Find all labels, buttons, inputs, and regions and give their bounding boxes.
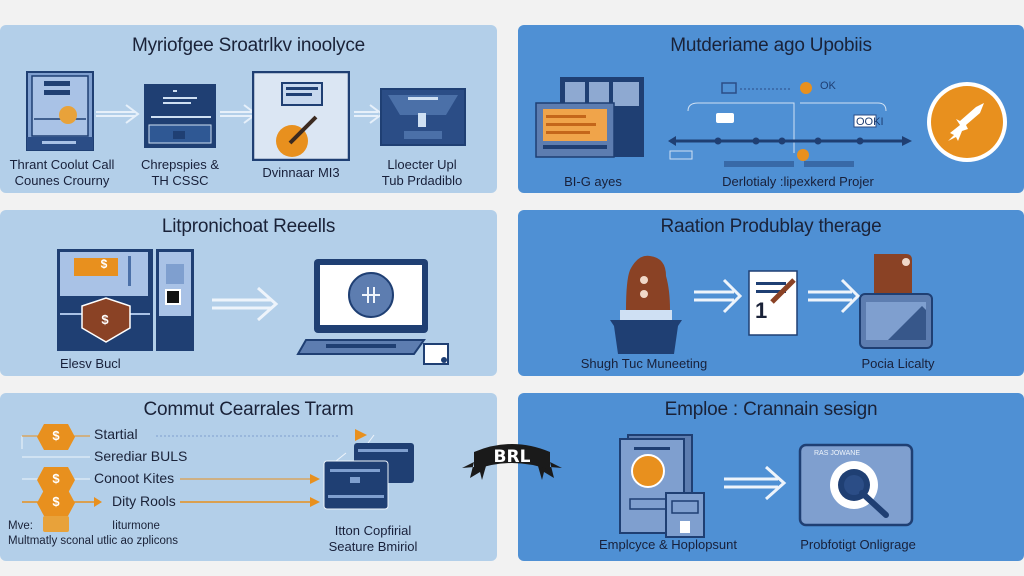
coin-stack-icon: [43, 516, 69, 532]
panel-process-overview: Myriofgee Sroatrlkv inoolyce Thrant Cool…: [0, 25, 497, 193]
terminal-screen-icon: [144, 84, 216, 148]
computer-monitor-icon: [535, 77, 644, 158]
banner-text: BRL: [493, 447, 531, 467]
list-item: Serediar BULS: [94, 448, 188, 464]
ballot-box-icon: [380, 88, 466, 146]
note-center: Iiturmone: [112, 520, 160, 532]
right-label: Itton Copfirial Seature Bmiriol: [328, 523, 418, 554]
left-label: Elesv Bucl: [60, 356, 121, 371]
cash-register-icon: [323, 434, 414, 510]
note-left: Mve:: [8, 520, 33, 532]
center-label: Derlotialy :lipexkerd Projer: [722, 174, 874, 189]
double-arrow-icon: [808, 278, 861, 314]
panel-timeline: Mutderiame ago Upobiis BI-G ayes OK: [518, 25, 1024, 193]
document-number: 1: [755, 298, 768, 323]
double-arrow-icon: [212, 286, 279, 322]
signing-document-icon: [252, 71, 350, 161]
coin-symbol: $: [52, 471, 60, 486]
panel-transfer-list: Commut Cearrales Trarm $ $ $ Startial Se…: [0, 393, 497, 561]
signed-document-icon: [748, 270, 798, 336]
list-item: Dity Rools: [112, 493, 176, 509]
timeline-icon: [668, 82, 912, 167]
document-coin-icon: [26, 71, 94, 151]
panel-title: Mutderiame ago Upobiis: [670, 35, 872, 56]
ballot-box-figure-icon: [610, 255, 682, 354]
employee-id-icon: [619, 434, 705, 538]
timeline-tag: OOKI: [856, 116, 884, 128]
card-reader-icon: [859, 254, 933, 349]
step-label: Probfotigt Onligrage: [800, 537, 916, 552]
panel-title: Litpronichoat Reeells: [161, 216, 336, 237]
panel-employee: Emploe : Crannain sesign Emplcyce & Hopl…: [518, 393, 1024, 561]
step-label: Lloecter Upl Tub Prdadiblo: [381, 157, 463, 188]
list-item: Conoot Kites: [94, 470, 175, 486]
timeline-tag: OK: [820, 80, 836, 92]
panel-title: Commut Cearrales Trarm: [143, 399, 354, 420]
rocket-badge-icon: [927, 82, 1007, 162]
coin-hexagon-icon: [37, 424, 75, 450]
dollar-shield: $: [101, 312, 109, 327]
coin-hexagon-icon: [37, 467, 75, 493]
left-label: BI-G ayes: [564, 174, 622, 189]
step-label: Shugh Tuc Muneeting: [580, 356, 708, 371]
panel-title: Emploe : Crannain sesign: [664, 399, 878, 420]
step-label: Thrant Coolut Call Counes Crourny: [9, 157, 115, 188]
brl-ribbon-banner: BRL: [460, 438, 564, 484]
note-bottom: Multmatly sconal utlic ao zplicons: [8, 535, 179, 547]
magnifier-gear-icon: [798, 443, 914, 527]
double-arrow-icon: [724, 465, 787, 501]
coin-hexagon-icon: [37, 490, 75, 516]
list-item: Startial: [94, 426, 138, 442]
step-label: Pocia Licalty: [861, 356, 935, 371]
double-arrow-icon: [694, 278, 743, 314]
panel-title: Raation Produblay therage: [660, 216, 882, 237]
step-label: Chrepspies & TH CSSC: [140, 157, 220, 188]
arrow-right-icon: [96, 104, 140, 124]
coin-symbol: $: [52, 494, 60, 509]
panel-atm-transfer: Litpronichoat Reeells $ $ Elesv Bucl: [0, 210, 497, 376]
panel-document-flow: Raation Produblay therage Shugh Tuc Mune…: [518, 210, 1024, 376]
dollar-display: $: [100, 257, 108, 271]
step-label: Dvinnaar MI3: [262, 165, 340, 180]
ribbon-icon: [462, 444, 562, 480]
atm-machine-icon: [57, 249, 194, 351]
arrow-head-icon: [355, 429, 367, 441]
step-label: Emplcyce & Hoplopsunt: [598, 537, 737, 552]
coin-symbol: $: [52, 428, 60, 443]
tiny-caption: RAS JOWANE: [814, 450, 861, 457]
laptop-icon: [296, 259, 449, 365]
panel-title: Myriofgee Sroatrlkv inoolyce: [131, 35, 366, 56]
